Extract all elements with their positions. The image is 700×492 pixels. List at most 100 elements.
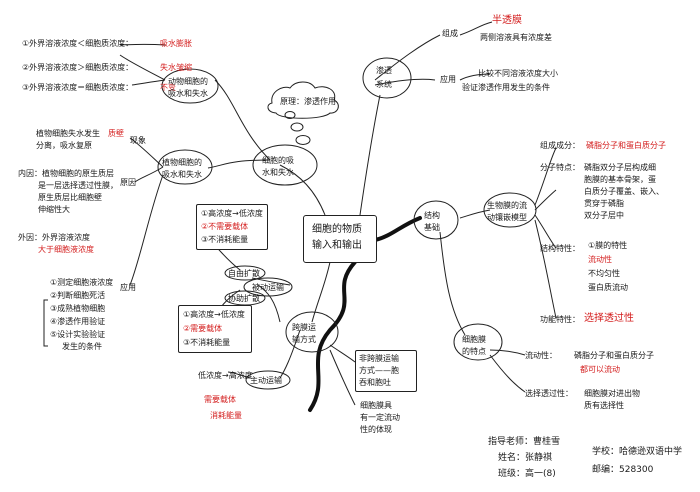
plant-outer-line2: 大于细胞液浓度	[38, 245, 94, 254]
fluidity-red: 都可以流动	[580, 365, 620, 374]
plant-reality-line2: 分离，吸水复原	[36, 141, 92, 150]
assist-line3: ③不消耗能量	[183, 338, 231, 347]
animal-node-line2: 吸水和失水	[168, 89, 208, 98]
active-red2: 消耗能量	[210, 411, 242, 420]
plant-inner-line4: 伸缩性大	[38, 205, 70, 214]
plant-app-1: ①测定细胞液浓度	[50, 278, 114, 287]
plant-app-5: ⑤设计实验验证	[50, 330, 106, 339]
plant-node-line1: 植物细胞的	[162, 158, 202, 167]
plant-outer-line1: 外因：外界溶液浓度	[18, 233, 90, 242]
cross-node-line1: 跨膜运	[292, 323, 316, 332]
membrane-node-line1: 细胞膜	[462, 335, 486, 344]
membrane-fluid-line2: 有一定流动	[360, 413, 400, 422]
plant-node-line2: 吸水和失水	[162, 170, 202, 179]
osmosis-apply-label: 应用	[440, 75, 456, 84]
assist-line2: ②需要载体	[183, 324, 223, 333]
plant-inner-line3: 原生质层比细胞壁	[38, 193, 102, 202]
assist-diffusion-box: ①高浓度→低浓度 ②需要载体 ③不消耗能量	[178, 305, 252, 353]
free-line1: ①高浓度→低浓度	[201, 209, 263, 218]
membrane-fluid-line3: 性的体现	[360, 425, 392, 434]
free-diffusion-label: 自由扩散	[228, 269, 260, 278]
feature-line-1: 磷脂双分子层构成细	[584, 163, 656, 172]
selective-line1: 细胞膜对进出物	[584, 389, 640, 398]
assist-diffusion-label: 协助扩散	[228, 294, 260, 303]
selective-label: 选择透过性：	[525, 389, 573, 398]
function-trait-value: 选择透过性	[584, 313, 634, 324]
plant-app-2: ②判断细胞死活	[50, 291, 106, 300]
model-node-line2: 动镶嵌模型	[487, 213, 527, 222]
composition-label: 组成成分：	[540, 141, 580, 150]
fluidity-label: 流动性：	[525, 351, 557, 360]
nonmem-line2: 方式——胞	[359, 366, 399, 375]
animal-result-2: 失水皱缩	[160, 63, 192, 72]
passive-label: 被动运输	[252, 283, 284, 292]
composition-value: 磷脂分子和蛋白质分子	[586, 141, 666, 150]
feature-line-5: 双分子层中	[584, 211, 624, 220]
structure-node-line2: 基础	[424, 223, 440, 232]
active-line1: 低浓度→高浓度	[198, 371, 253, 380]
footer-teacher: 指导老师：曹桂雪	[488, 437, 561, 447]
structure-trait-label: 结构特性：	[540, 244, 580, 253]
plant-reality-red: 质壁	[108, 129, 124, 138]
central-topic-line1: 细胞的物质	[312, 224, 362, 235]
free-line3: ③不消耗能量	[201, 235, 249, 244]
structure-trait-1: ①膜的特性	[588, 241, 628, 250]
animal-result-1: 吸水膨胀	[160, 39, 192, 48]
nonmem-line3: 吞和胞吐	[359, 378, 391, 387]
animal-condition-2: ②外界溶液浓度＞细胞质浓度：	[22, 63, 134, 72]
central-topic-line2: 输入和输出	[312, 240, 362, 251]
plant-app-3: ③成熟植物细胞	[50, 304, 106, 313]
cross-node-line2: 输方式	[292, 335, 316, 344]
function-trait-label: 功能特性：	[540, 315, 580, 324]
nonmem-line1: 非跨膜运输	[359, 354, 399, 363]
fluidity-line1: 磷脂分子和蛋白质分子	[574, 351, 654, 360]
animal-result-3: 不变	[160, 83, 176, 92]
membrane-fluid-line1: 细胞膜具	[360, 401, 392, 410]
central-topic: 细胞的物质 输入和输出	[303, 215, 377, 263]
structure-trait-2: 流动性	[588, 255, 612, 264]
animal-node-line1: 动物细胞的	[168, 77, 208, 86]
feature-label: 分子特点：	[540, 163, 580, 172]
structure-trait-3: 不均匀性	[588, 269, 620, 278]
osmosis-apply-line1: 比较不同溶液浓度大小	[478, 69, 558, 78]
membrane-node-line2: 的特点	[462, 347, 486, 356]
plant-reality-line1: 植物细胞失水发生	[36, 129, 100, 138]
water-node-line1: 细胞的吸	[262, 156, 294, 165]
structure-node-line1: 结构	[424, 211, 440, 220]
water-node-line2: 水和失水	[262, 168, 294, 177]
plant-reason-label: 原因	[120, 178, 136, 187]
active-red1: 需要载体	[204, 395, 236, 404]
plant-reality-label: 现象	[130, 136, 146, 145]
plant-inner-line1: 内因：植物细胞的原生质层	[18, 169, 114, 178]
osmosis-node-line1: 渗透	[376, 66, 392, 75]
feature-line-2: 胞膜的基本骨架，蛋	[584, 175, 656, 184]
assist-line1: ①高浓度→低浓度	[183, 310, 245, 319]
model-node-line1: 生物膜的流	[487, 201, 527, 210]
plant-inner-line2: 是一层选择透过性膜，	[38, 181, 118, 190]
nonmembrane-box: 非跨膜运输 方式——胞 吞和胞吐	[355, 350, 417, 392]
animal-condition-1: ①外界溶液浓度＜细胞质浓度：	[22, 39, 134, 48]
osmosis-apply-line2: 验证渗透作用发生的条件	[462, 83, 550, 92]
osmosis-node-line2: 系统	[376, 80, 392, 89]
selective-line2: 质有选择性	[584, 401, 624, 410]
osmosis-comp-red: 半透膜	[492, 15, 522, 26]
footer-class: 班级：高一(8)	[498, 469, 556, 479]
footer-zip: 邮编：528300	[592, 465, 654, 475]
plant-app-6: 发生的条件	[62, 342, 102, 351]
osmosis-comp-line2: 两侧溶液具有浓度差	[480, 33, 552, 42]
free-diffusion-box: ①高浓度→低浓度 ②不需要载体 ③不消耗能量	[196, 204, 268, 250]
plant-apply-label: 应用	[120, 283, 136, 292]
free-line2: ②不需要载体	[201, 222, 249, 231]
structure-trait-4: 蛋白质流动	[588, 283, 628, 292]
plant-app-4: ④渗透作用验证	[50, 317, 106, 326]
animal-condition-3: ③外界溶液浓度＝细胞质浓度：	[22, 83, 134, 92]
feature-line-4: 贯穿于磷脂	[584, 199, 624, 208]
active-label: 主动运输	[250, 376, 282, 385]
osmosis-comp-label: 组成	[442, 29, 458, 38]
footer-name: 姓名：张静祺	[498, 453, 553, 463]
feature-line-3: 白质分子覆盖、嵌入、	[584, 187, 664, 196]
principle-label: 原理：渗透作用	[280, 97, 336, 106]
footer-school: 学校：哈德逊双语中学	[592, 447, 683, 457]
